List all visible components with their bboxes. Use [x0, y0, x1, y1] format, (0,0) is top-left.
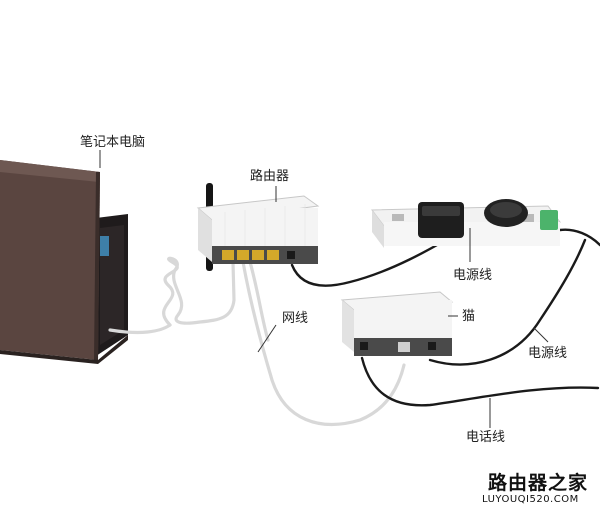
- label-phone-line: 电话线: [466, 430, 506, 445]
- label-network-cable: 网线: [282, 311, 309, 326]
- network-cables: [108, 256, 406, 426]
- label-power-cord-router: 电源线: [453, 268, 493, 283]
- router-illustration: [196, 183, 320, 271]
- power-strip-cord: [558, 228, 600, 247]
- leader-network: [257, 324, 277, 353]
- power-strip-illustration: [371, 199, 561, 248]
- leader-lines: [99, 150, 549, 428]
- phone-line-cable: [360, 356, 600, 407]
- laptop-illustration: [0, 160, 128, 364]
- power-cable-modem: [428, 238, 587, 366]
- network-cable-laptop: [108, 323, 172, 335]
- modem-illustration: [340, 291, 454, 356]
- watermark-url: LUYOUQI520.COM: [482, 494, 579, 505]
- label-laptop: 笔记本电脑: [80, 135, 146, 150]
- label-power-cord-modem: 电源线: [528, 346, 568, 361]
- leader-power-2: [533, 327, 549, 343]
- watermark-brand: 路由器之家: [488, 472, 589, 494]
- network-cable-modem: [241, 260, 406, 426]
- network-cable-coil: [162, 256, 236, 327]
- label-modem: 猫: [462, 309, 476, 324]
- label-router: 路由器: [250, 169, 290, 184]
